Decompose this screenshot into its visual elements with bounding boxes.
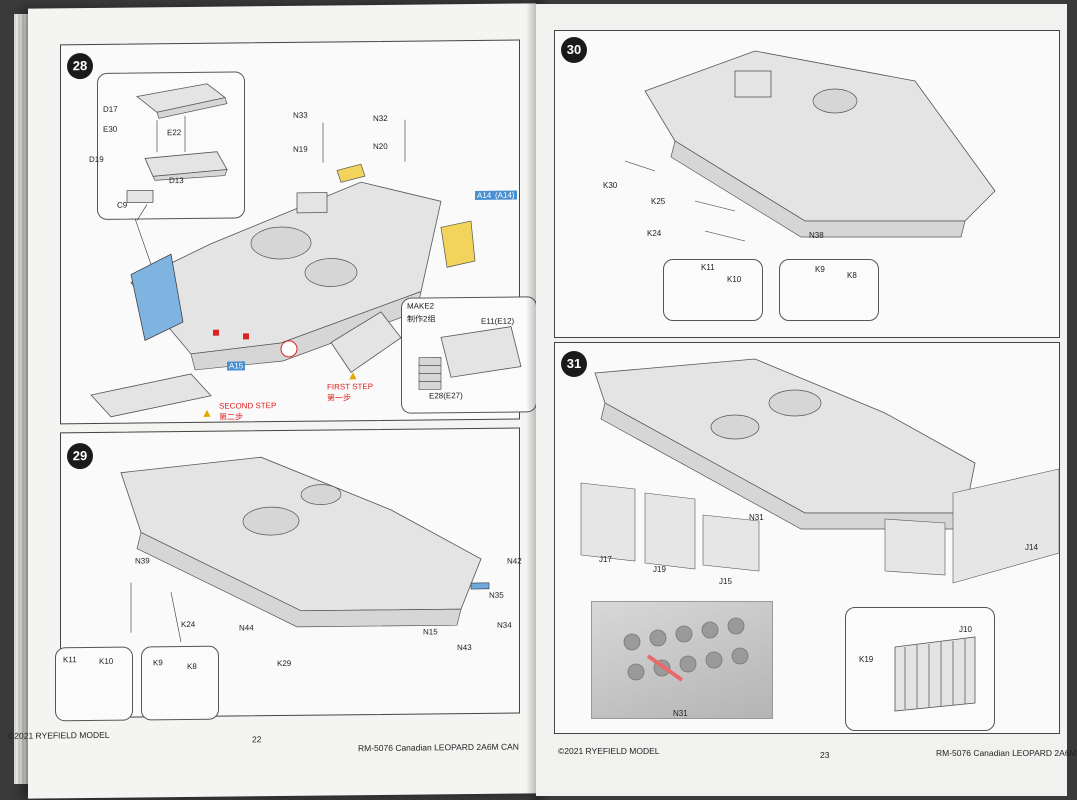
part-label: K9 <box>815 265 825 274</box>
part-label: N33 <box>293 110 308 120</box>
detail-drawing <box>894 636 976 712</box>
photo-detail <box>623 617 749 682</box>
warning-icon: ▲ <box>347 368 359 383</box>
part-label: N38 <box>809 231 824 240</box>
part-label: E28(E27) <box>429 391 463 401</box>
hull-drawing <box>580 358 1060 584</box>
part-tag-a14: A14 <box>475 190 494 200</box>
part-label: K11 <box>701 263 715 272</box>
part-label: N15 <box>423 627 438 637</box>
part-label: N34 <box>497 620 512 630</box>
part-label: J14 <box>1025 543 1038 552</box>
part-label: N44 <box>239 623 254 633</box>
part-label: J15 <box>719 577 732 586</box>
step-badge: 31 <box>561 351 587 377</box>
part-label: N35 <box>489 590 504 600</box>
first-step-label: FIRST STEP <box>327 382 374 392</box>
left-page: 28 D17 E30 E22 D19 D13 C9 <box>8 3 537 799</box>
part-tag-a15: A15 <box>227 361 246 371</box>
part-label: K11 <box>63 655 77 665</box>
kit-title: RM-5076 Canadian LEOPARD 2A6M CAN <box>358 741 519 754</box>
part-label: K8 <box>187 661 197 671</box>
part-label: N31 <box>749 513 764 522</box>
part-label: K25 <box>651 197 666 206</box>
part-label: K10 <box>727 275 742 284</box>
second-step-label: SECOND STEP <box>219 401 277 411</box>
hull-drawing <box>624 50 996 242</box>
part-label: N19 <box>293 144 308 154</box>
page-number: 23 <box>820 750 830 760</box>
step-31-panel: 31 N31 J17 J19 J15 J14 <box>554 342 1060 734</box>
part-label: N39 <box>135 556 150 566</box>
part-label: K29 <box>277 658 292 669</box>
inset-parts-drawing <box>126 83 228 221</box>
part-label: J17 <box>599 555 612 564</box>
part-label: K24 <box>647 229 662 238</box>
detail-inset <box>779 259 879 321</box>
right-page: 30 K30 K25 K24 N38 K11 K10 K9 K8 31 <box>536 4 1077 796</box>
step-30-panel: 30 K30 K25 K24 N38 K11 K10 K9 K8 <box>554 30 1060 338</box>
reference-photo <box>591 601 773 719</box>
part-tag-a14-alt: (A14) <box>493 190 517 200</box>
hull-drawing <box>90 119 476 418</box>
kit-title: RM-5076 Canadian LEOPARD 2A6M <box>936 748 1077 758</box>
first-step-label-cn: 第一步 <box>327 393 351 403</box>
hull-drawing <box>120 456 490 643</box>
detail-inset <box>663 259 763 321</box>
warning-icon: ▲ <box>201 405 213 420</box>
detail-inset <box>141 645 219 721</box>
part-label: N20 <box>373 141 388 152</box>
part-label: K24 <box>181 619 196 630</box>
part-label: K10 <box>99 656 114 666</box>
part-label: K19 <box>859 655 874 664</box>
part-label: J19 <box>653 565 666 574</box>
step-badge: 30 <box>561 37 587 63</box>
part-label: K30 <box>603 181 618 190</box>
step-28-panel: 28 D17 E30 E22 D19 D13 C9 <box>60 39 537 425</box>
part-label: K8 <box>847 271 857 280</box>
step-29-panel: 29 N39 N42 N35 K24 N44 N34 N15 N43 K29 K… <box>55 427 522 722</box>
part-label: K9 <box>153 658 163 668</box>
copyright: ©2021 RYEFIELD MODEL <box>8 729 110 741</box>
part-label: N31 <box>673 709 688 718</box>
part-label: N43 <box>457 643 472 653</box>
copyright: ©2021 RYEFIELD MODEL <box>558 746 660 756</box>
part-label: J10 <box>959 625 972 634</box>
page-number: 22 <box>252 734 262 745</box>
second-step-label-cn: 第二步 <box>219 412 243 422</box>
part-label: N32 <box>373 113 388 124</box>
part-label: N42 <box>507 556 522 566</box>
make2-drawing <box>418 326 522 390</box>
